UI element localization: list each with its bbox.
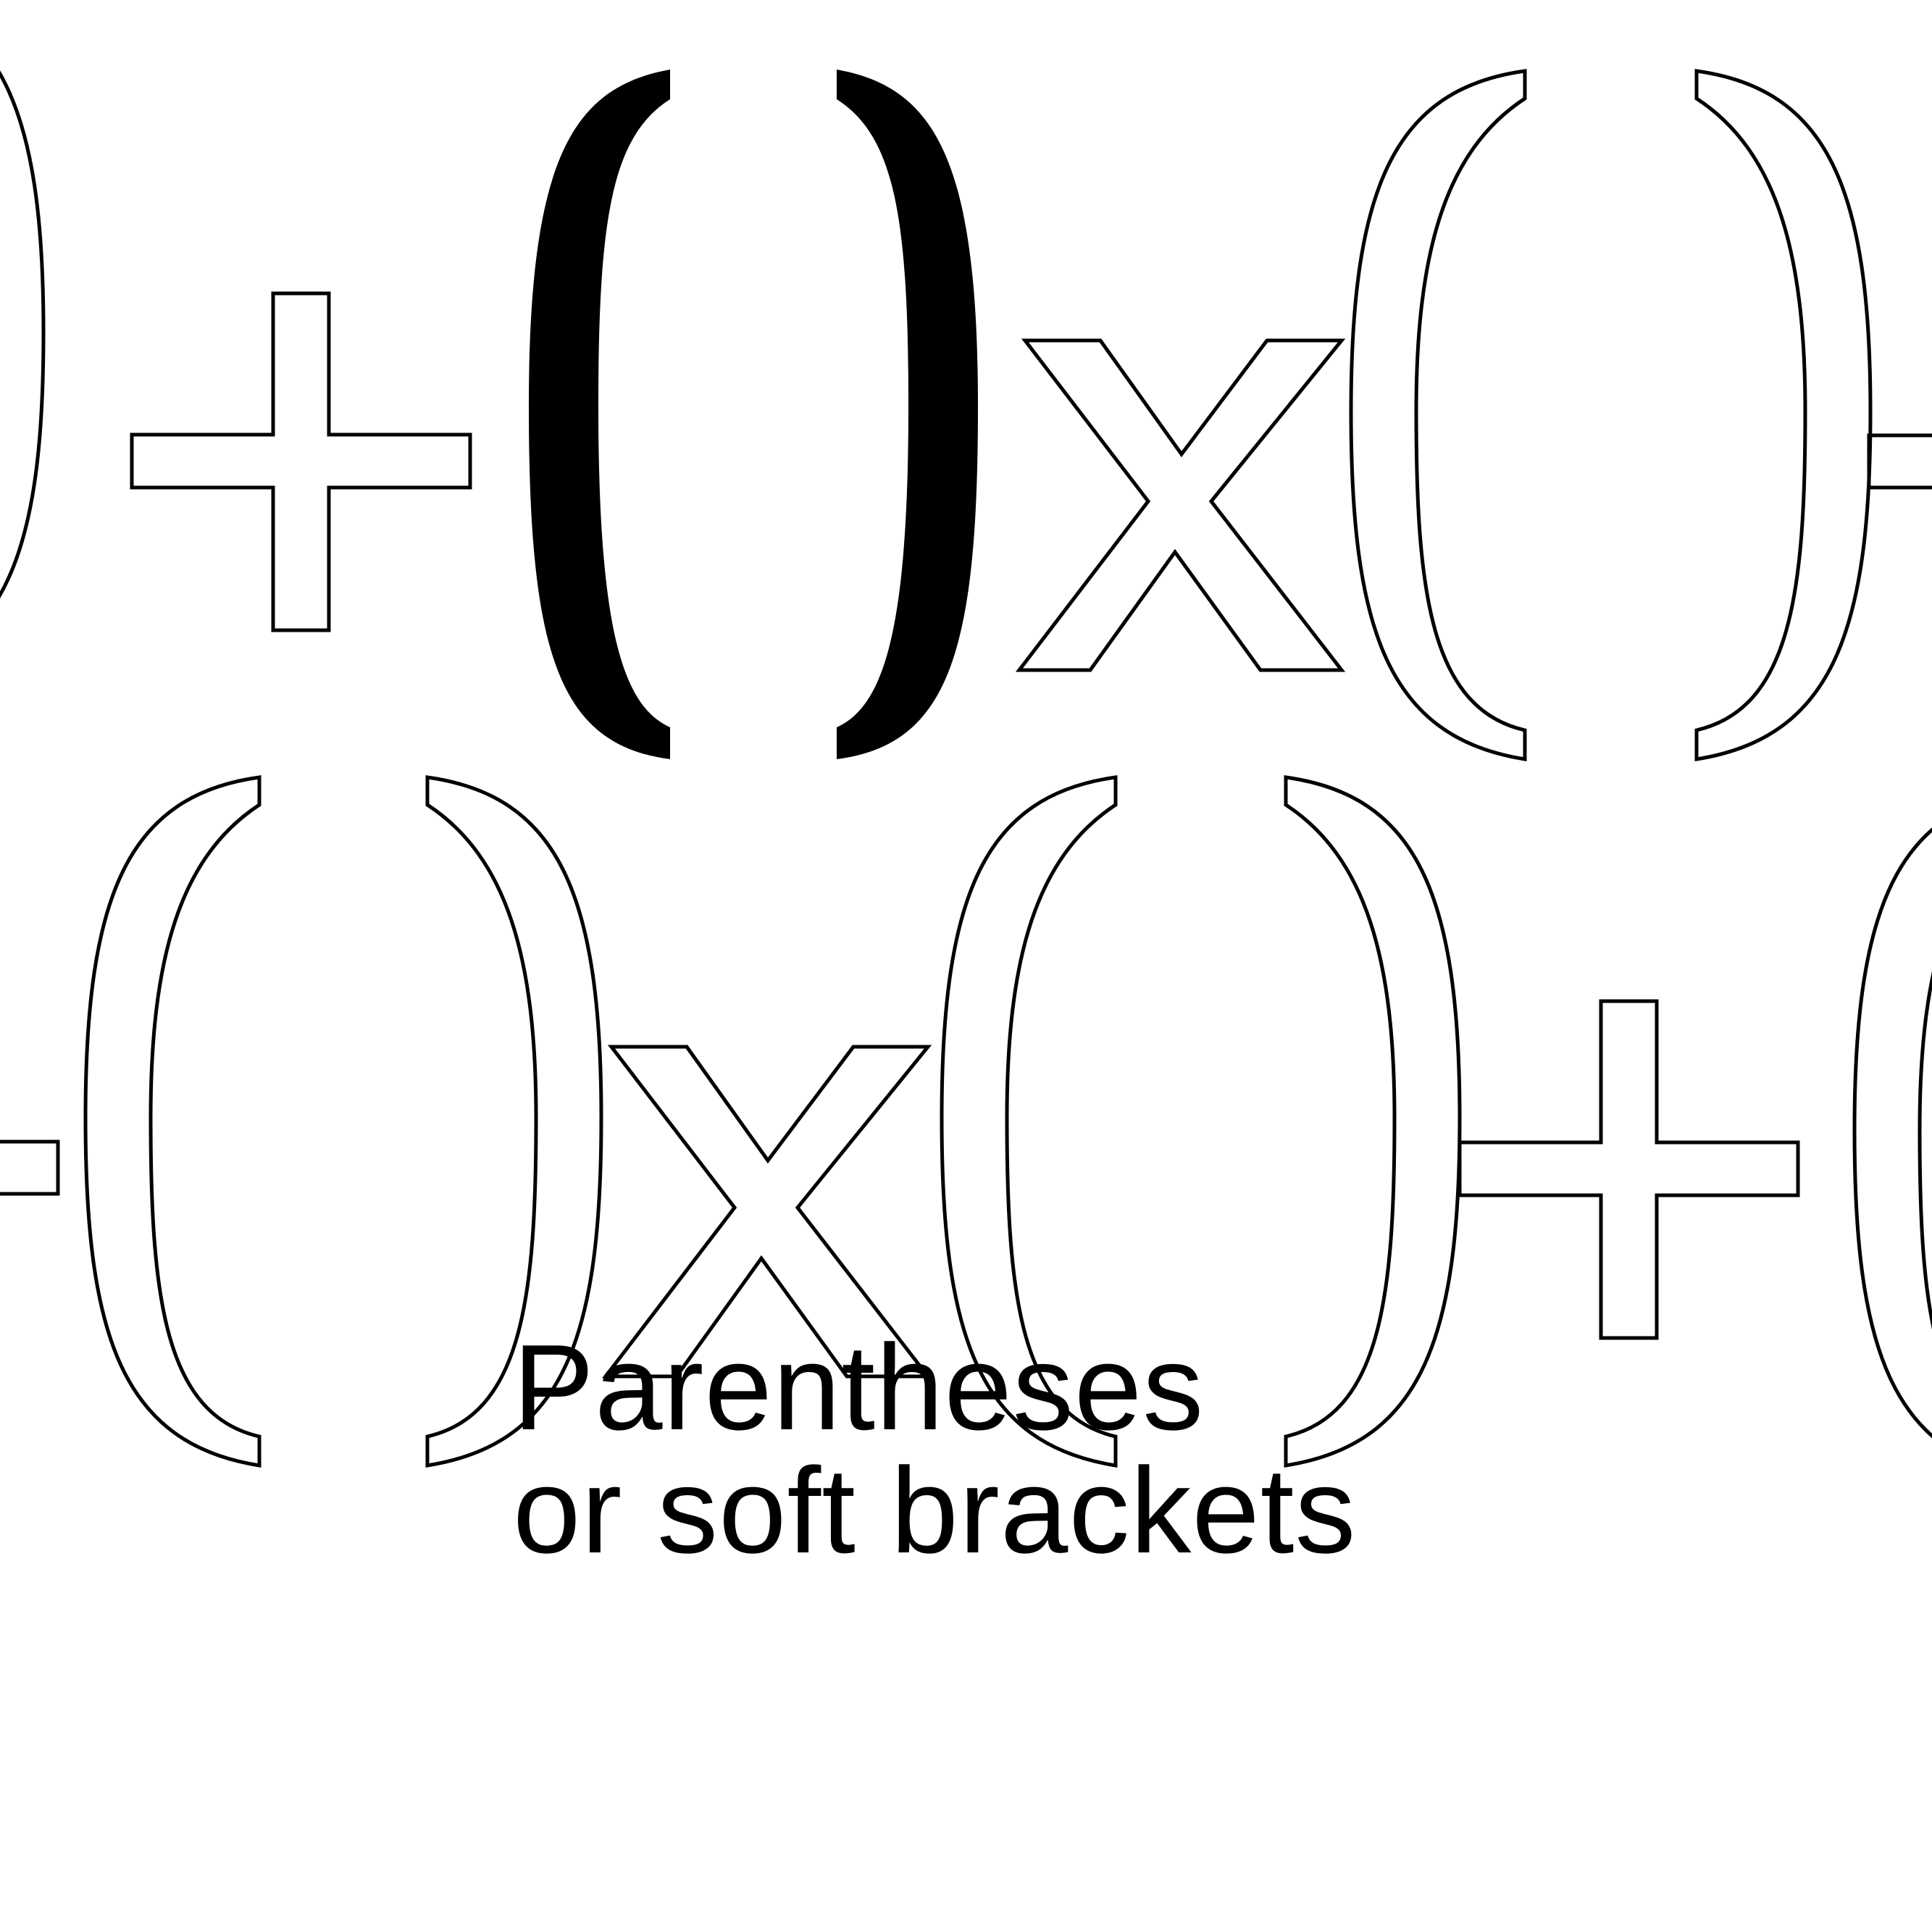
caption-line-2: or soft brackets — [513, 1442, 1357, 1578]
row1-minus-sign — [1869, 435, 1932, 488]
caption-line-1: Parentheses — [513, 1319, 1205, 1455]
row1-right-parenthesis — [1697, 71, 1870, 759]
row1-multiply-sign — [1019, 340, 1342, 670]
row2-left-parenthesis-1 — [85, 777, 259, 1465]
row1-plus-sign — [132, 293, 470, 630]
row1-left-parenthesis-filled — [529, 70, 670, 759]
row1-right-parenthesis-cut — [0, 0, 43, 679]
row2-left-parenthesis-cut — [1854, 790, 1932, 1478]
row1-right-parenthesis-filled — [837, 70, 978, 759]
row2-plus-sign — [1460, 1001, 1798, 1338]
row1-parenthesis-pair-filled — [529, 70, 978, 759]
row1-left-parenthesis — [1351, 71, 1525, 759]
row2-minus-sign — [0, 1142, 58, 1194]
caption: Parentheses or soft brackets — [513, 1326, 1356, 1572]
